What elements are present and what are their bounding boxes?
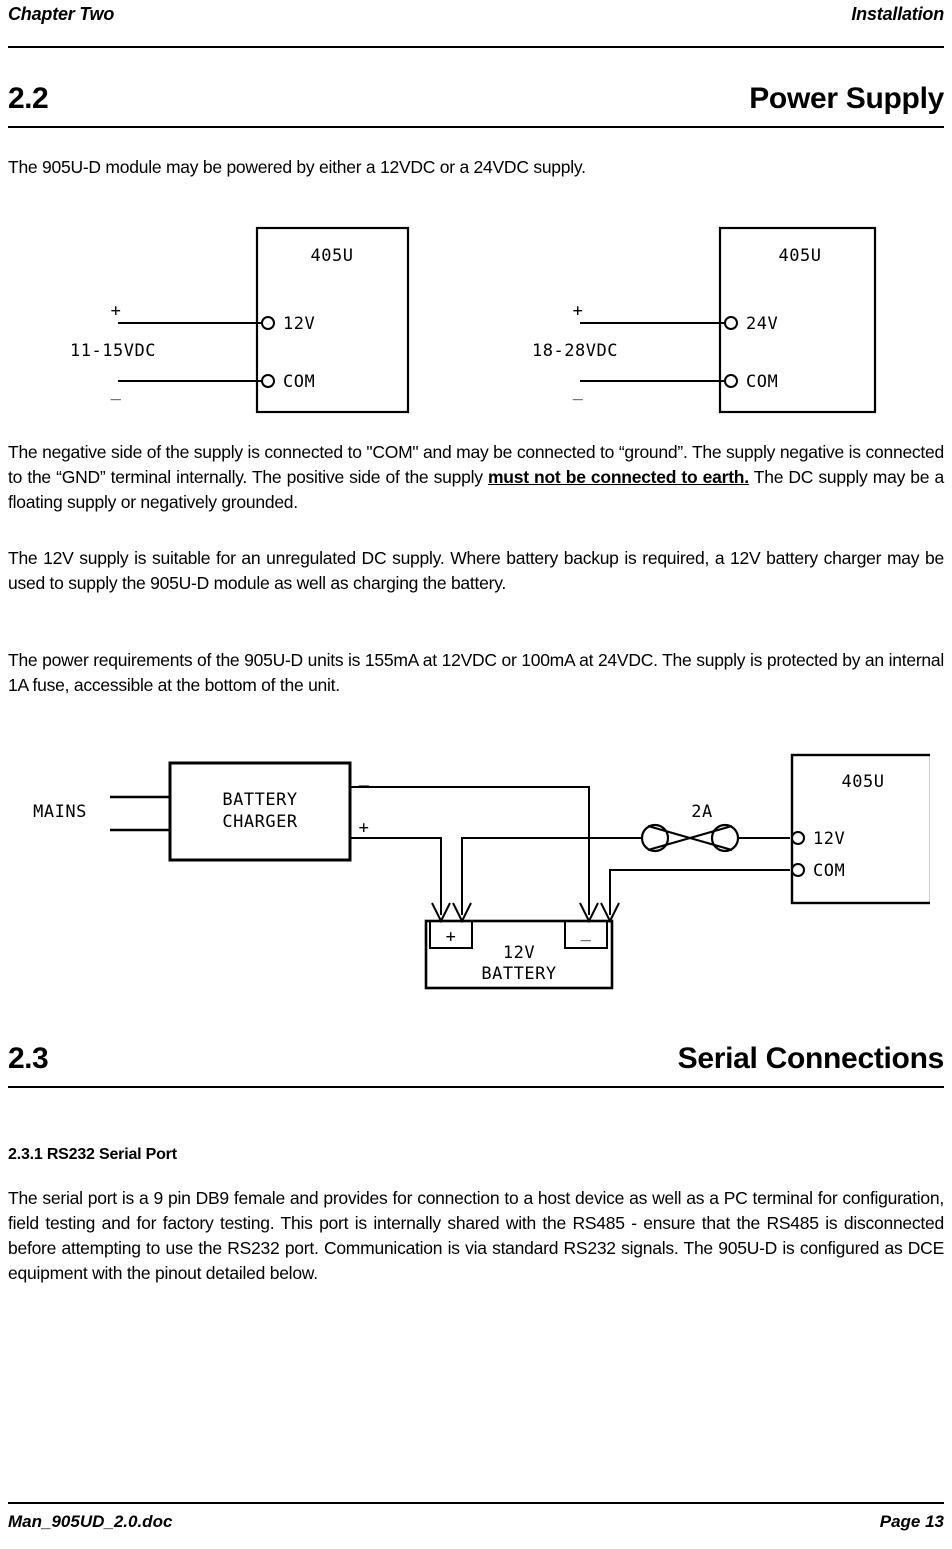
section-heading-power-supply: 2.2 Power Supply bbox=[8, 82, 944, 128]
terminal-dot-battery-power bbox=[791, 831, 805, 845]
fuse-cross-line-2 bbox=[647, 824, 733, 852]
paragraph-intro: The 905U-D module may be powered by eith… bbox=[8, 157, 586, 177]
footer-filename: Man_905UD_2.0.doc bbox=[8, 1512, 173, 1531]
module-box-12v bbox=[255, 226, 410, 414]
paragraph-negative-side-emphasis: must not be connected to earth. bbox=[488, 467, 749, 487]
terminal-label-12v-power: 12V bbox=[283, 314, 315, 334]
footer-page-number: Page 13 bbox=[879, 1512, 944, 1531]
paragraph-power-requirements: The power requirements of the 905U-D uni… bbox=[8, 650, 944, 695]
footer-divider bbox=[8, 1502, 944, 1504]
section-heading-serial-connections: 2.3 Serial Connections bbox=[8, 1042, 944, 1088]
terminal-label-battery-power: 12V bbox=[813, 829, 845, 849]
section-underline bbox=[8, 126, 944, 128]
wire-battery-negative-to-com bbox=[609, 869, 790, 915]
battery-box bbox=[424, 919, 614, 990]
diagram-supply-connections: 405U + _ 11-15VDC 12V COM 405U + _ 18-28… bbox=[40, 195, 920, 425]
section-title: Power Supply bbox=[749, 82, 944, 115]
polarity-minus-12v: _ bbox=[111, 381, 122, 401]
header-chapter-label: Chapter Two bbox=[8, 4, 115, 24]
page-footer: Man_905UD_2.0.doc Page 13 bbox=[8, 1512, 944, 1538]
paragraph-negative-side: The negative side of the supply is conne… bbox=[8, 440, 944, 515]
header-topic-label: Installation bbox=[851, 4, 944, 24]
battery-terminal-plus-label: + bbox=[446, 927, 457, 947]
section-number-serial: 2.3 bbox=[8, 1042, 49, 1075]
terminal-dot-12v-power bbox=[261, 316, 275, 330]
battery-terminal-plus-box bbox=[429, 920, 473, 949]
wire-charger-positive bbox=[350, 837, 442, 915]
supply-range-24v: 18-28VDC bbox=[532, 341, 618, 361]
polarity-minus-24v: _ bbox=[573, 381, 584, 401]
wire-battery-positive-to-fuse bbox=[461, 837, 642, 915]
polarity-plus-12v: + bbox=[111, 301, 122, 321]
module-label-12v: 405U bbox=[311, 246, 354, 266]
module-box-battery-diagram bbox=[790, 753, 930, 905]
polarity-plus-24v: + bbox=[573, 301, 584, 321]
section-underline-serial bbox=[8, 1086, 944, 1088]
terminal-label-12v-com: COM bbox=[283, 372, 315, 392]
subheading-rs232-serial-port: 2.3.1 RS232 Serial Port bbox=[8, 1146, 177, 1163]
terminal-dot-24v-com bbox=[724, 374, 738, 388]
fuse-rating-label: 2A bbox=[691, 802, 712, 822]
battery-terminal-minus-box bbox=[564, 920, 608, 949]
mains-label: MAINS bbox=[33, 802, 87, 822]
terminal-dot-24v-power bbox=[724, 316, 738, 330]
terminal-label-battery-com: COM bbox=[813, 861, 845, 881]
battery-label-line1: 12V bbox=[503, 943, 535, 963]
fuse-circle-left bbox=[640, 823, 670, 853]
module-box-24v bbox=[718, 226, 877, 414]
diagram-battery-backup-wiring: MAINS BATTERY CHARGER _ + bbox=[30, 725, 930, 990]
battery-charger-box bbox=[168, 761, 352, 862]
terminal-label-24v-power: 24V bbox=[746, 314, 778, 334]
module-label-24v: 405U bbox=[779, 246, 822, 266]
charger-terminal-plus-label: + bbox=[359, 818, 370, 838]
paragraph-battery-backup: The 12V supply is suitable for an unregu… bbox=[8, 548, 944, 593]
paragraph-negative-side-part1: The negative side of the supply is conne… bbox=[8, 442, 944, 487]
section-number: 2.2 bbox=[8, 82, 49, 115]
wire-charger-negative bbox=[350, 786, 590, 915]
module-label-battery-diagram: 405U bbox=[842, 772, 885, 792]
battery-label-line2: BATTERY bbox=[481, 964, 556, 984]
section-title-serial: Serial Connections bbox=[677, 1042, 945, 1075]
charger-terminal-minus-label: _ bbox=[359, 767, 370, 787]
terminal-dot-12v-com bbox=[261, 374, 275, 388]
supply-range-12v: 11-15VDC bbox=[70, 341, 156, 361]
header-divider bbox=[8, 46, 944, 48]
paragraph-serial-port: The serial port is a 9 pin DB9 female an… bbox=[8, 1188, 944, 1283]
terminal-dot-battery-com bbox=[791, 863, 805, 877]
paragraph-negative-side-part2: The DC supply may be a floating supply o… bbox=[8, 467, 944, 512]
battery-terminal-minus-label: _ bbox=[581, 922, 592, 942]
battery-charger-label-line1: BATTERY bbox=[222, 790, 297, 810]
page-header: Chapter Two Installation bbox=[8, 4, 944, 32]
battery-charger-label-line2: CHARGER bbox=[222, 812, 297, 832]
terminal-label-24v-com: COM bbox=[746, 372, 778, 392]
